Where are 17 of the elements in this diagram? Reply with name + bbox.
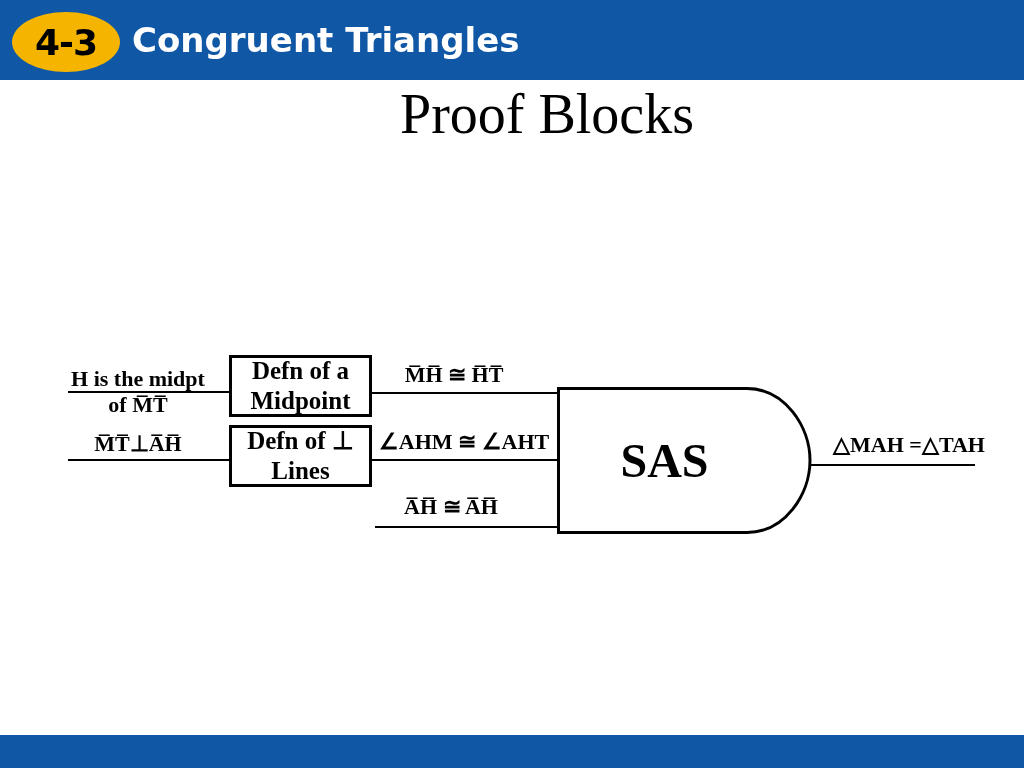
proof-gate-shape: SAS — [557, 387, 812, 534]
statement-text: △MAH =△TAH — [831, 432, 986, 458]
statement-text: M̅T̅⊥A̅H̅ — [93, 431, 183, 457]
reason-box: Defn of a Midpoint — [229, 355, 372, 417]
statement-text: M̅H̅ ≅ H̅T̅ — [403, 362, 505, 388]
statement-text: A̅H̅ ≅ A̅H̅ — [403, 494, 499, 520]
connector-line — [809, 464, 976, 466]
statement-text: H is the midpt of M̅T̅ — [70, 366, 206, 418]
section-heading: Congruent Triangles — [132, 20, 520, 60]
connector-line — [374, 526, 558, 528]
connector-line — [67, 459, 230, 461]
statement-text: ∠AHM ≅ ∠AHT — [377, 429, 551, 455]
connector-line — [371, 392, 558, 394]
reason-box: Defn of ⊥ Lines — [229, 425, 372, 487]
connector-line — [371, 459, 558, 461]
connector-line — [67, 391, 230, 393]
slide-title: Proof Blocks — [400, 82, 694, 146]
